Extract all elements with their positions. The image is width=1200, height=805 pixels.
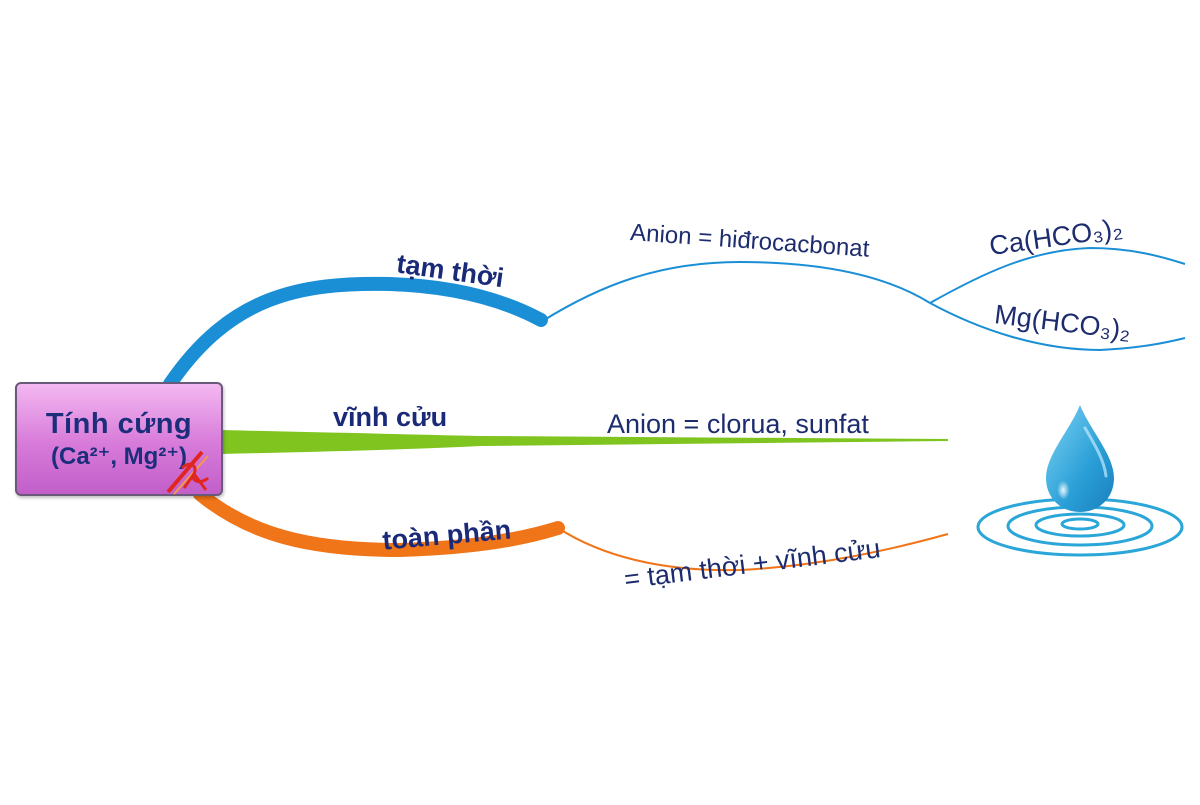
label-total-formula: = tạm thời + vĩnh cửu	[622, 533, 882, 594]
central-title: Tính cứng	[45, 408, 193, 440]
central-ions: (Ca²⁺, Mg²⁺)	[51, 443, 187, 470]
label-temporary-anion: Anion = hiđrocacbonat	[629, 219, 870, 263]
branch-permanent-main	[222, 430, 948, 454]
branch-temporary-ca-line	[929, 246, 1186, 304]
branch-temporary-main-stroke	[163, 276, 548, 391]
branch-temporary-mg-line	[929, 302, 1186, 352]
label-compound-mg: Mg(HCO₃)₂	[993, 299, 1133, 345]
label-permanent-anion: Anion = clorua, sunfat	[607, 409, 869, 439]
branch-temporary-anion-line	[540, 260, 931, 323]
water-drop-icon	[976, 405, 1184, 557]
label-permanent: vĩnh cửu	[333, 402, 447, 432]
branch-total-formula-line	[557, 527, 949, 572]
label-compound-ca: Ca(HCO₃)₂	[987, 213, 1124, 261]
ribbon-icon	[166, 450, 210, 495]
branch-total-main-stroke	[193, 487, 565, 558]
